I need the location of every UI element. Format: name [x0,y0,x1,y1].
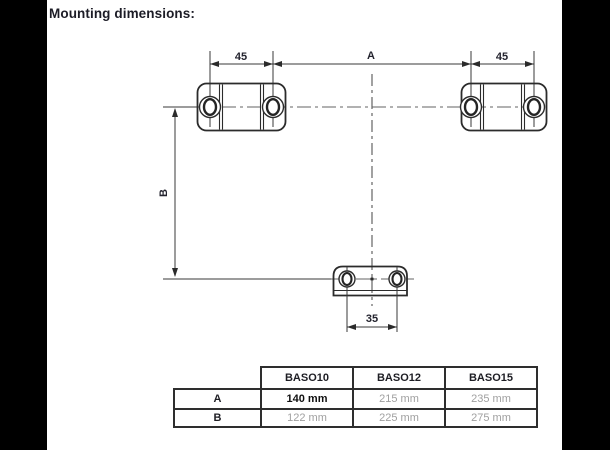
table-row-a: A 140 mm 215 mm 235 mm [173,388,538,410]
bracket-top-right [459,82,548,132]
table-corner-empty-cell [174,367,261,389]
dim-b-label: B [158,189,170,197]
value-a-baso15: 235 mm [444,388,538,410]
page-title: Mounting dimensions: [49,6,195,21]
column-header-baso15: BASO15 [444,366,538,390]
value-b-baso10: 122 mm [260,408,354,428]
value-a-baso10: 140 mm [260,388,354,410]
dim-45-right-label: 45 [496,51,508,63]
right-black-bar [562,0,610,450]
column-header-baso10: BASO10 [260,366,354,390]
dimension-spec-table: BASO10 BASO12 BASO15 A 140 mm 215 mm 235… [173,366,538,428]
column-header-baso12: BASO12 [352,366,446,390]
bracket-top-left [196,82,287,132]
dimension-line-b: B [158,108,178,277]
mounting-dimensions-drawing: 45 A 45 [158,50,548,332]
value-b-baso15: 275 mm [444,408,538,428]
left-black-bar [0,0,47,450]
document-page: Mounting dimensions: 45 A 45 [47,0,562,450]
value-b-baso12: 225 mm [352,408,446,428]
dim-45-left-label: 45 [235,51,247,63]
table-header-row: BASO10 BASO12 BASO15 [174,366,538,390]
center-point [370,277,374,281]
table-row-b: B 122 mm 225 mm 275 mm [173,408,538,428]
row-label-b: B [173,408,262,428]
bracket-bottom [332,265,408,332]
dimension-line-bottom: 35 [347,313,397,330]
row-label-a: A [173,388,262,410]
dim-35-label: 35 [366,313,378,325]
value-a-baso12: 215 mm [352,388,446,410]
dim-a-label: A [367,50,375,62]
dimension-line-top: 45 A 45 [210,50,534,67]
